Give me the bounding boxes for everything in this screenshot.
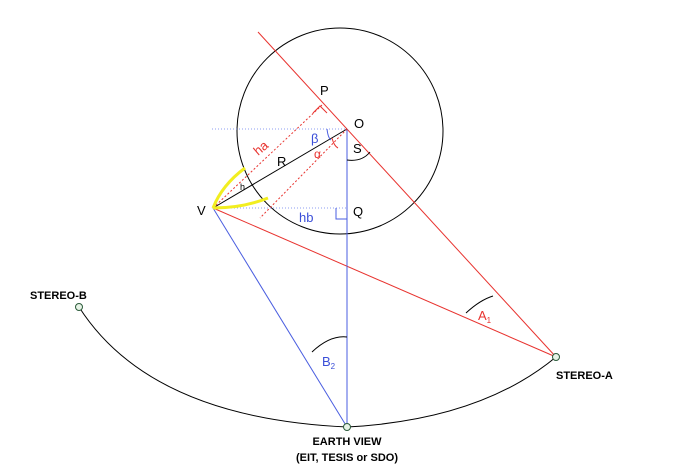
- ha-dashed-line: [212, 104, 323, 209]
- label-earth-view: EARTH VIEW: [312, 436, 382, 448]
- alpha-dashed-line: [259, 128, 348, 219]
- label-s: S: [353, 141, 362, 156]
- q-right-angle: [335, 208, 347, 220]
- yellow-arc-lower: [212, 196, 269, 210]
- label-v: V: [197, 203, 206, 218]
- label-a1: A1: [478, 308, 492, 325]
- label-instruments: (EIT, TESIS or SDO): [296, 452, 398, 464]
- v-to-earth-line: [212, 207, 348, 428]
- angle-alpha-arc: [331, 137, 339, 149]
- label-b2: B2: [322, 354, 336, 371]
- angle-beta-arc: [326, 128, 332, 141]
- stereo-a-node: [552, 353, 560, 361]
- label-hb: hb: [299, 210, 313, 225]
- label-o: O: [354, 116, 364, 131]
- angle-s-arc: [346, 151, 371, 161]
- yellow-arc-upper: [211, 166, 246, 209]
- v-to-stereo-a-line: [212, 207, 557, 358]
- angle-b2-arc: [311, 336, 348, 353]
- earth-view-node: [343, 423, 351, 431]
- radius-r-line: [212, 128, 348, 209]
- sun-circle: [236, 27, 444, 235]
- p-right-angle: [312, 105, 328, 114]
- label-alpha: α: [314, 147, 321, 161]
- label-beta: β: [311, 131, 318, 146]
- label-r: R: [277, 154, 286, 169]
- label-h: h: [240, 182, 245, 192]
- orbit-arc: [78, 306, 557, 428]
- stereo-a-line: [257, 31, 557, 358]
- label-q: Q: [353, 204, 363, 219]
- stereo-b-node: [75, 303, 83, 311]
- angle-a1-arc: [465, 295, 494, 314]
- label-p: P: [320, 83, 329, 98]
- label-stereo-a: STEREO-A: [556, 370, 613, 382]
- label-stereo-b: STEREO-B: [30, 290, 87, 302]
